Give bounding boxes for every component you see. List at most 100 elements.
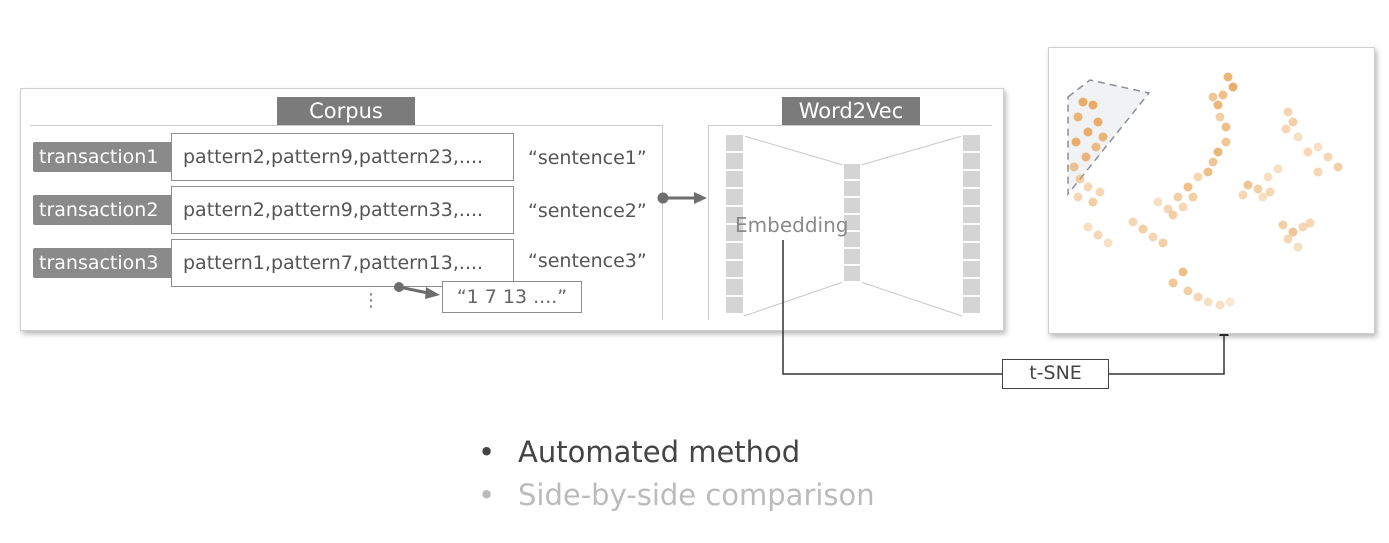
scatter-point (1323, 152, 1333, 162)
scatter-point (1173, 192, 1183, 202)
scatter-point (1153, 197, 1163, 207)
scatter-point (1095, 187, 1105, 197)
scatter-point (1183, 182, 1193, 192)
scatter-point (1221, 122, 1231, 132)
embedding-layer (842, 162, 862, 283)
scatter-point (1081, 152, 1091, 162)
scatter-point (1283, 107, 1293, 117)
scatter-point (1128, 217, 1138, 227)
scatter-point (1258, 192, 1268, 202)
scatter-point (1158, 238, 1168, 248)
scatter-point (1221, 137, 1231, 147)
scatter-point (1203, 297, 1213, 307)
word2vec-divider (708, 125, 992, 126)
tsne-label: t-SNE (1002, 359, 1109, 389)
scatter-point (1183, 286, 1193, 296)
corpus-right-border (662, 125, 663, 320)
scatter-point (1303, 147, 1313, 157)
scatter-point (1225, 297, 1235, 307)
scatter-point (1188, 192, 1198, 202)
scatter-point (1281, 124, 1291, 134)
scatter-point (1193, 172, 1203, 182)
bullet-item: • Automated method (478, 435, 800, 469)
scatter-point (1313, 142, 1323, 152)
pattern-list: pattern2,pattern9,pattern23,.... (171, 133, 514, 181)
bullet-dot-icon: • (478, 435, 496, 469)
scatter-point (1265, 187, 1275, 197)
corpus-to-word2vec-arrow (657, 192, 707, 204)
input-layer (724, 133, 745, 315)
scatter-point (1273, 164, 1283, 174)
scatter-point (1083, 222, 1093, 232)
scatter-point (1073, 192, 1083, 202)
corpus-title: Corpus (277, 97, 415, 125)
transaction-label: transaction1 (33, 142, 176, 172)
transaction-label: transaction3 (33, 248, 176, 278)
scatter-point (1078, 97, 1088, 107)
scatter-point (1093, 117, 1103, 127)
scatter-point (1091, 142, 1101, 152)
scatter-point (1223, 72, 1233, 82)
scatter-point (1238, 190, 1248, 200)
scatter-point (1313, 167, 1323, 177)
word2vec-left-border (708, 125, 709, 320)
scatter-point (1088, 197, 1098, 207)
scatter-point (1178, 267, 1188, 277)
encoded-sentence: “1 7 13 ....” (442, 281, 582, 313)
scatter-point (1103, 238, 1113, 248)
sentence-label: “sentence1” (528, 147, 647, 169)
scatter-point (1138, 224, 1148, 234)
scatter-point (1208, 157, 1218, 167)
scatter-point (1278, 220, 1288, 230)
bullet-text: Automated method (518, 435, 801, 469)
embedding-label: Embedding (735, 213, 849, 237)
corpus-divider (30, 125, 662, 126)
scatter-point (1183, 182, 1193, 192)
scatter-point (1228, 82, 1238, 92)
scatter-point (1218, 90, 1228, 100)
scatter-point (1298, 222, 1308, 232)
scatter-point (1098, 132, 1108, 142)
scatter-points (1069, 72, 1343, 310)
output-layer (961, 133, 982, 315)
scatter-point (1083, 127, 1093, 137)
scatter-point (1253, 184, 1263, 194)
scatter-point (1148, 232, 1158, 242)
word2vec-title: Word2Vec (782, 97, 920, 125)
scatter-point (1088, 100, 1098, 110)
pattern-list: pattern2,pattern9,pattern33,.... (171, 186, 514, 234)
sentence-to-encoded-arrow (394, 282, 440, 299)
cluster-highlight-region (1067, 79, 1151, 197)
scatter-point (1283, 234, 1293, 244)
scatter-point (1203, 167, 1213, 177)
scatter-point (1213, 100, 1223, 110)
hourglass-outline (743, 135, 963, 317)
scatter-point (1288, 227, 1298, 237)
scatter-point (1083, 182, 1093, 192)
scatter-point (1075, 174, 1085, 184)
scatter-point (1293, 242, 1303, 252)
scatter-point (1305, 218, 1315, 228)
scatter-point (1168, 278, 1178, 288)
bullet-dot-icon: • (478, 478, 496, 512)
scatter-point (1293, 132, 1303, 142)
sentence-label: “sentence2” (528, 200, 647, 222)
scatter-point (1263, 172, 1273, 182)
pattern-list: pattern1,pattern7,pattern13,.... (171, 239, 514, 287)
scatter-point (1093, 230, 1103, 240)
scatter-point (1069, 162, 1079, 172)
bullet-text: Side-by-side comparison (518, 478, 875, 512)
more-rows-ellipsis: ⋮ (362, 290, 380, 311)
scatter-point (1073, 112, 1083, 122)
scatter-point (1193, 292, 1203, 302)
scatter-point (1071, 137, 1081, 147)
scatter-point (1213, 147, 1223, 157)
scatter-point (1243, 180, 1253, 190)
scatter-point (1333, 162, 1343, 172)
scatter-point (1215, 112, 1225, 122)
scatter-point (1208, 92, 1218, 102)
scatter-point (1288, 117, 1298, 127)
sentence-label: “sentence3” (528, 250, 647, 272)
tsne-scatter-plot (1067, 72, 1343, 310)
